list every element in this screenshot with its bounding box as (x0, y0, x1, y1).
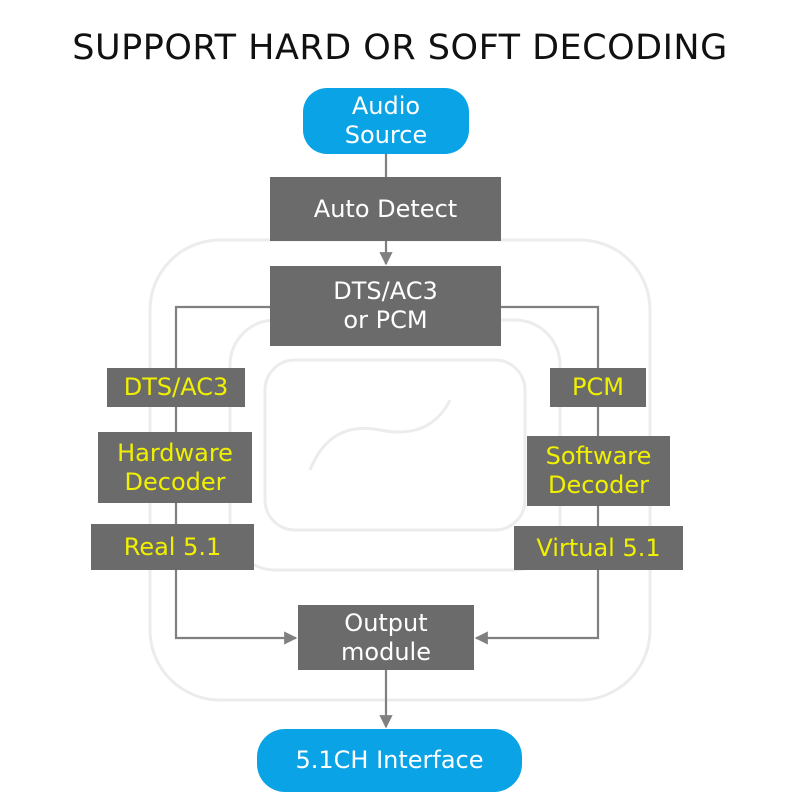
virtual-51-node: Virtual 5.1 (514, 526, 683, 570)
pcm-node: PCM (550, 368, 646, 407)
arrow-virtual-to-output (474, 570, 600, 645)
output-module-node: Output module (298, 605, 474, 670)
hardware-decoder-node: Hardware Decoder (98, 432, 252, 503)
line-format-to-dts (174, 305, 270, 368)
line-format-to-pcm (500, 305, 600, 368)
page-title: SUPPORT HARD OR SOFT DECODING (72, 28, 728, 68)
auto-detect-node: Auto Detect (270, 177, 501, 241)
audio-source-node: Audio Source (303, 88, 469, 154)
arrow-real-to-output (174, 570, 298, 645)
software-decoder-node: Software Decoder (527, 436, 670, 506)
format-check-node: DTS/AC3 or PCM (270, 266, 501, 346)
dts-ac3-node: DTS/AC3 (107, 368, 245, 407)
interface-node: 5.1CH Interface (257, 729, 522, 792)
real-51-node: Real 5.1 (91, 524, 254, 570)
